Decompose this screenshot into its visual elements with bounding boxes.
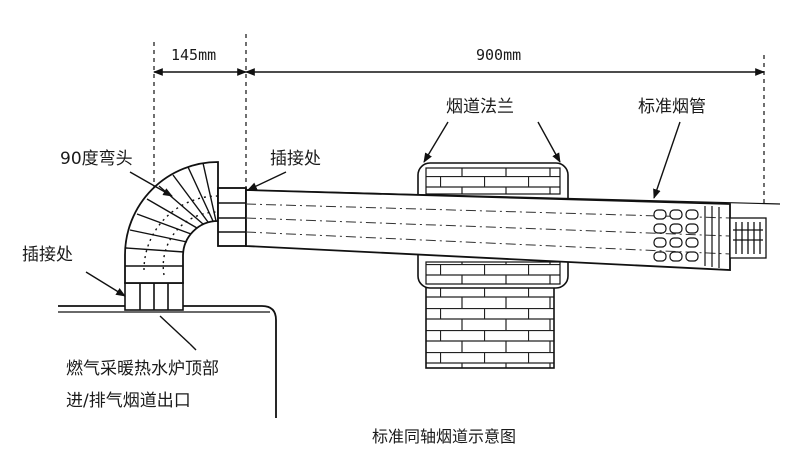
bottom-collar	[124, 282, 184, 311]
label-pipe: 标准烟管	[638, 97, 706, 117]
flue-pipe	[245, 189, 781, 271]
elbow	[124, 161, 219, 284]
leader-lines	[85, 121, 681, 351]
boiler-top-outline	[58, 305, 277, 418]
label-flange: 烟道法兰	[446, 97, 514, 117]
label-joint-top: 插接处	[270, 149, 321, 169]
label-elbow: 90度弯头	[60, 149, 133, 169]
dimension-145mm: 145mm	[171, 46, 216, 64]
pipe-end-cap	[729, 217, 767, 259]
dimension-extension-lines	[153, 34, 765, 290]
pipe-terminal-vents	[653, 206, 720, 268]
label-outlet-line1: 燃气采暖热水炉顶部	[66, 359, 219, 379]
label-joint-left: 插接处	[22, 245, 73, 265]
diagram-caption: 标准同轴烟道示意图	[372, 427, 516, 446]
label-outlet-line2: 进/排气烟道出口	[66, 391, 191, 411]
dimension-900mm: 900mm	[476, 46, 521, 64]
top-collar	[217, 187, 247, 247]
